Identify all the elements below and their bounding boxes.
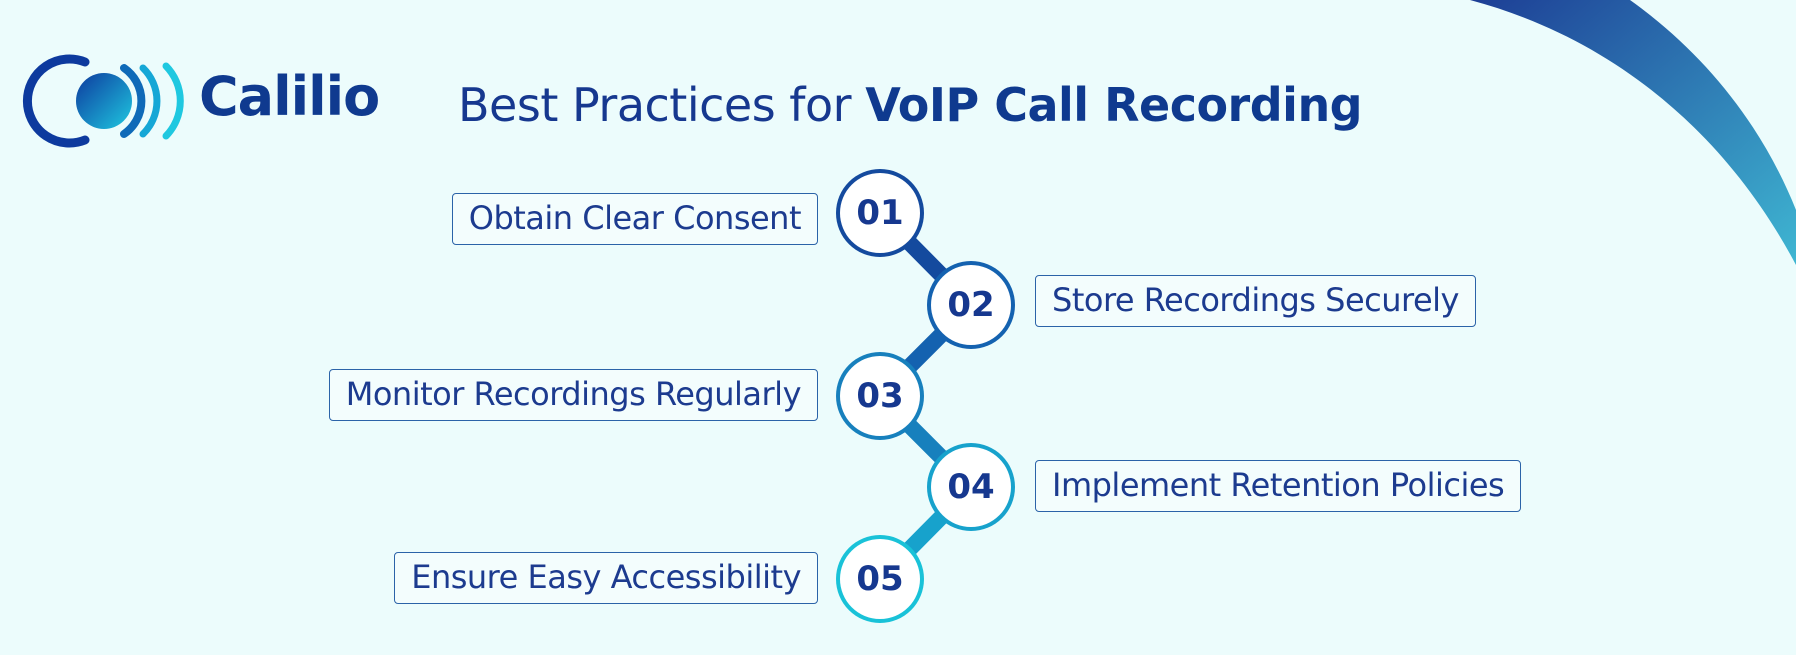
brand-name: Calilio bbox=[199, 65, 380, 128]
step-label-4: Implement Retention Policies bbox=[1035, 460, 1522, 512]
step-number-2: 02 bbox=[931, 265, 1011, 345]
step-number-3: 03 bbox=[840, 356, 920, 436]
step-label-1: Obtain Clear Consent bbox=[451, 193, 818, 245]
step-number-5: 05 bbox=[840, 539, 920, 619]
step-label-2: Store Recordings Securely bbox=[1035, 275, 1476, 327]
step-number-4: 04 bbox=[931, 447, 1011, 527]
title-prefix: Best Practices for bbox=[458, 78, 866, 132]
title-bold: VoIP Call Recording bbox=[865, 78, 1363, 132]
page-title: Best Practices for VoIP Call Recording bbox=[458, 82, 1363, 128]
step-number-1: 01 bbox=[840, 173, 920, 253]
calilio-logo-icon bbox=[22, 54, 184, 148]
step-label-5: Ensure Easy Accessibility bbox=[394, 552, 818, 604]
corner-arc-decoration bbox=[1470, 0, 1796, 265]
step-label-3: Monitor Recordings Regularly bbox=[328, 369, 818, 421]
